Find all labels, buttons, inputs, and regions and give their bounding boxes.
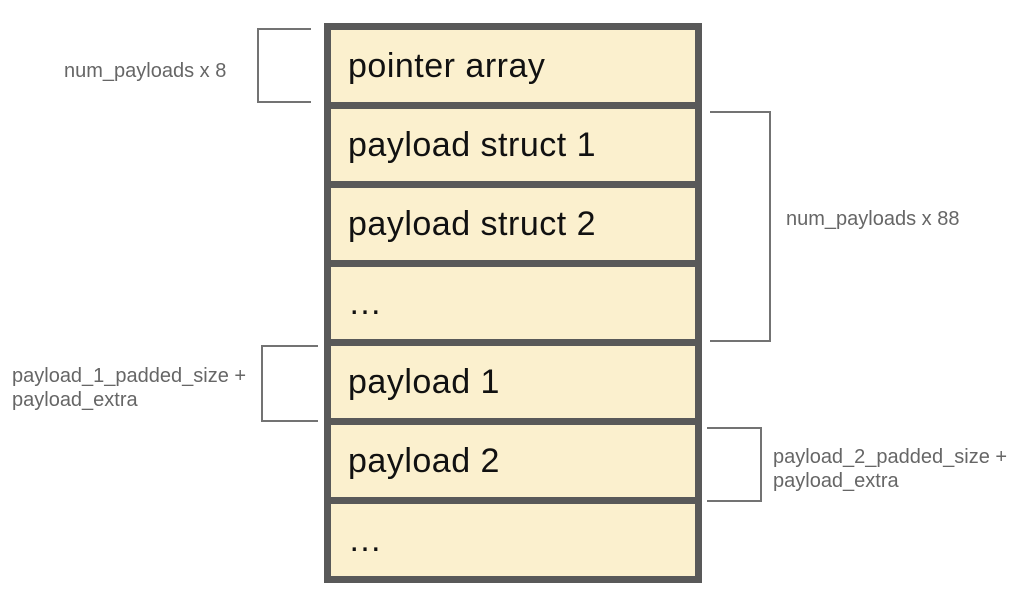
cell-payload-struct-1: payload struct 1	[331, 109, 695, 181]
annotation-line-1: payload_1_padded_size +	[12, 365, 247, 387]
annotation-payload-2-size: payload_2_padded_size + payload_extra	[773, 445, 1007, 493]
cell-label: …	[348, 283, 383, 322]
annotation-line-2: payload_extra	[12, 389, 138, 411]
annotation-line-2: payload_extra	[773, 470, 899, 492]
annotation-line-1: payload_2_padded_size +	[773, 446, 1008, 468]
cell-payload-2: payload 2	[331, 425, 695, 497]
cell-label: payload struct 1	[348, 125, 597, 164]
cell-ellipsis-payloads: …	[331, 504, 695, 576]
cell-payload-struct-2: payload struct 2	[331, 188, 695, 260]
cell-label: payload 1	[348, 362, 500, 401]
cell-payload-1: payload 1	[331, 346, 695, 418]
cell-label: payload 2	[348, 441, 500, 480]
cell-ellipsis-structs: …	[331, 267, 695, 339]
cell-label: …	[348, 520, 383, 559]
annotation-payload-1-size: payload_1_padded_size + payload_extra	[12, 364, 246, 412]
bracket-payload-structs-size	[710, 111, 771, 342]
bracket-pointer-array-size	[257, 28, 311, 103]
cell-label: pointer array	[348, 46, 546, 85]
cell-label: payload struct 2	[348, 204, 597, 243]
memory-stack: pointer array payload struct 1 payload s…	[324, 23, 702, 583]
bracket-payload-2-size	[707, 427, 762, 502]
annotation-payload-structs-size: num_payloads x 88	[786, 208, 960, 230]
bracket-payload-1-size	[261, 345, 318, 422]
cell-pointer-array: pointer array	[331, 30, 695, 102]
annotation-pointer-array-size: num_payloads x 8	[64, 60, 227, 82]
